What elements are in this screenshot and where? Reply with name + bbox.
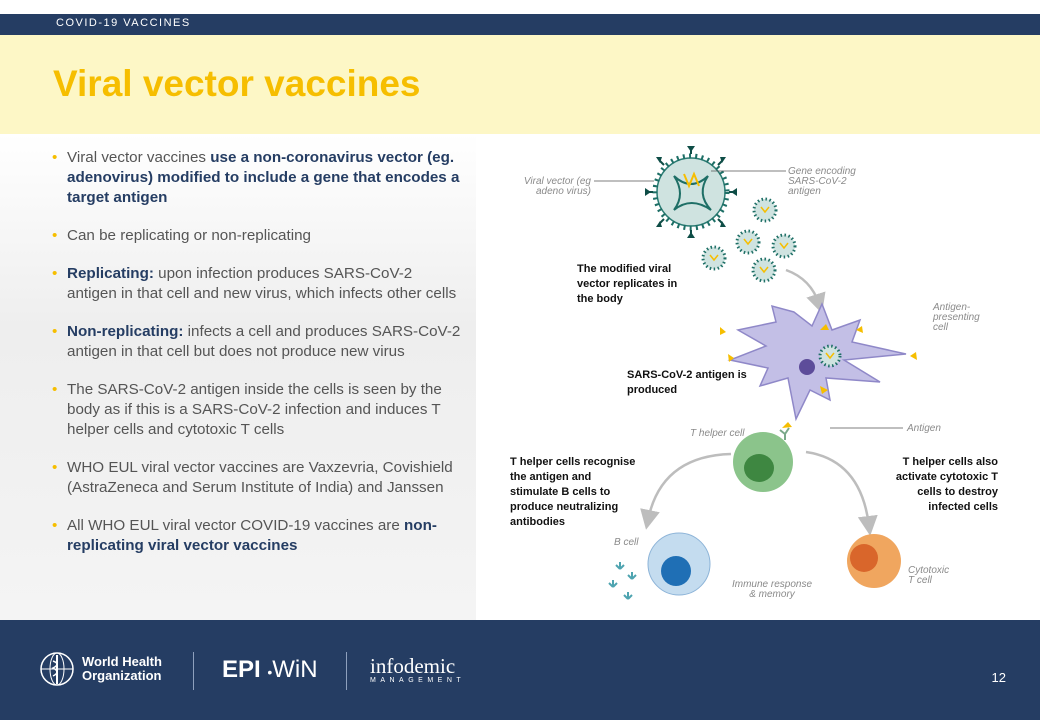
viral-vector-icon — [645, 146, 737, 238]
title-band: Viral vector vaccines — [0, 35, 1040, 134]
bullet-item: The SARS-CoV-2 antigen inside the cells … — [50, 380, 462, 440]
antibody-icon — [608, 562, 637, 600]
who-emblem-icon — [40, 652, 74, 686]
infodemic-logo: infodemic MANAGEMENT — [370, 654, 466, 684]
bullet-item: Viral vector vaccines use a non-coronavi… — [50, 148, 462, 208]
bullet-item: Can be replicating or non-replicating — [50, 226, 462, 246]
section-tag: COVID-19 VACCINES — [56, 17, 191, 29]
bullet-item: All WHO EUL viral vector COVID-19 vaccin… — [50, 516, 462, 556]
b-cell — [647, 532, 711, 596]
b-cell-label: B cell — [614, 537, 639, 548]
t-helper-label: T helper cell — [690, 428, 745, 439]
antigen-produced-caption: SARS-CoV-2 antigen is produced — [627, 369, 747, 396]
immune-response-label: Immune response& memory — [732, 579, 812, 600]
bullet-item: Non-replicating: infects a cell and prod… — [50, 322, 462, 362]
footer-divider — [193, 652, 194, 690]
who-name-line2: Organization — [82, 668, 162, 683]
antigen-presenting-cell — [720, 302, 917, 422]
t-helper-activate-caption: T helper cells also activate cytotoxic T… — [895, 456, 998, 513]
cytotoxic-t-cell — [847, 534, 901, 588]
page-number: 12 — [991, 670, 1006, 685]
footer-divider — [346, 652, 347, 690]
who-name-line1: World Health — [82, 654, 162, 669]
bullet-item: WHO EUL viral vector vaccines are Vaxzev… — [50, 458, 462, 498]
small-virus-icon — [701, 197, 797, 283]
antigen-label: Antigen — [906, 423, 941, 434]
bullet-item: Replicating: upon infection produces SAR… — [50, 264, 462, 304]
replicates-caption: The modified viral vector replicates in … — [577, 263, 678, 305]
epi-win-logo: EPI •WiN — [222, 656, 318, 683]
bullet-list: Viral vector vaccines use a non-coronavi… — [50, 148, 462, 574]
t-helper-cell — [733, 422, 793, 492]
page-title: Viral vector vaccines — [53, 63, 421, 104]
t-helper-recognise-caption: T helper cells recognise the antigen and… — [510, 456, 636, 528]
section-bar: COVID-19 VACCINES — [0, 14, 1040, 35]
